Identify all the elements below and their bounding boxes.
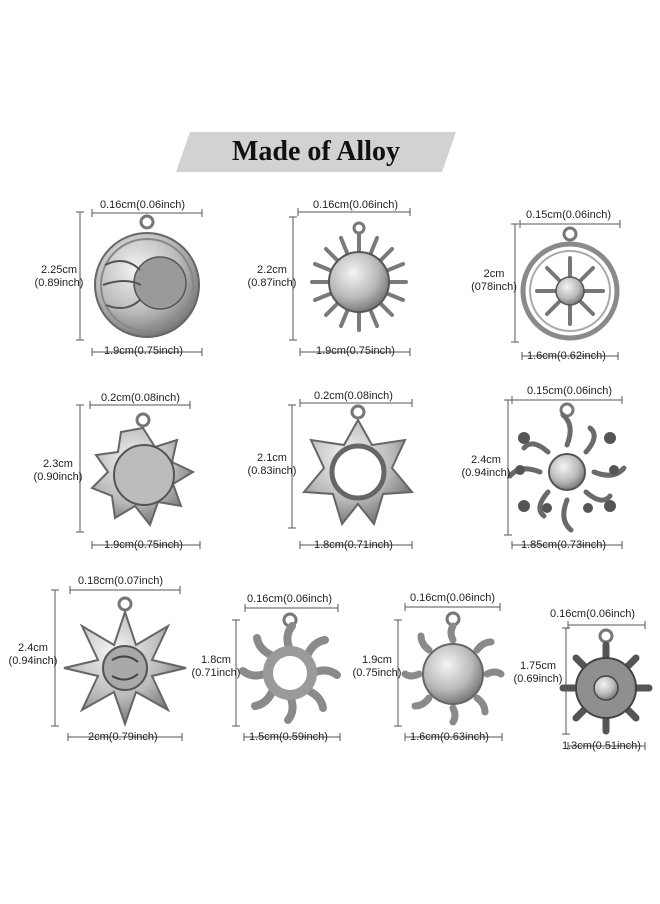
charm-7-height-label: 2.4cm (0.94inch) [8,642,58,667]
charm-10-height-label: 1.75cm (0.69inch) [513,660,563,685]
charm-sun-in-ring [520,226,620,341]
charm-1-loop-label: 0.16cm(0.06inch) [100,199,185,211]
charm-5-loop-label: 0.2cm(0.08inch) [314,390,393,402]
charm-4-loop-label: 0.2cm(0.08inch) [101,392,180,404]
charm-6-width-label: 1.85cm(0.73inch) [521,539,606,551]
charm-1-width-label: 1.9cm(0.75inch) [104,345,183,357]
charm-2-width-label: 1.9cm(0.75inch) [316,345,395,357]
charm-star-sun-moon [63,596,187,728]
charm-curved-ray-sun [239,612,341,724]
charm-10-loop-label: 0.16cm(0.06inch) [550,608,635,620]
charm-sun-moon-medallion [94,214,200,338]
charm-flat-disc-sun [401,611,505,726]
charm-4-width-label: 1.9cm(0.75inch) [104,539,183,551]
charm-sunflower [559,628,653,735]
charm-sun-face-flame [90,412,196,528]
charm-sun-wavy-flowers [507,402,627,533]
charm-sun-face-rays [310,221,408,332]
charm-6-loop-label: 0.15cm(0.06inch) [527,385,612,397]
charm-1-height-label: 2.25cm (0.89inch) [34,264,84,289]
charm-8-width-label: 1.5cm(0.59inch) [249,731,328,743]
charm-3-loop-label: 0.15cm(0.06inch) [526,209,611,221]
charm-7-width-label: 2cm(0.79inch) [88,731,158,743]
charm-5-height-label: 2.1cm (0.83inch) [247,452,297,477]
charm-3-height-label: 2cm (078inch) [471,268,517,293]
charm-open-ring-sun [301,404,415,527]
banner-title: Made of Alloy [232,136,400,167]
dimension-lines [51,208,646,750]
charm-9-height-label: 1.9cm (0.75inch) [352,654,402,679]
charm-8-height-label: 1.8cm (0.71inch) [191,654,241,679]
charm-7-loop-label: 0.18cm(0.07inch) [78,575,163,587]
charm-5-width-label: 1.8cm(0.71inch) [314,539,393,551]
charm-10-width-label: 1.3cm(0.51inch) [562,740,641,752]
charm-2-loop-label: 0.16cm(0.06inch) [313,199,398,211]
charm-3-width-label: 1.6cm(0.62inch) [527,350,606,362]
charm-9-loop-label: 0.16cm(0.06inch) [410,592,495,604]
charm-4-height-label: 2.3cm (0.90inch) [33,458,83,483]
charm-9-width-label: 1.6cm(0.63inch) [410,731,489,743]
title-banner: Made of Alloy [176,132,456,172]
charm-2-height-label: 2.2cm (0.87inch) [247,264,297,289]
charm-8-loop-label: 0.16cm(0.06inch) [247,593,332,605]
charm-6-height-label: 2.4cm (0.94inch) [461,454,511,479]
